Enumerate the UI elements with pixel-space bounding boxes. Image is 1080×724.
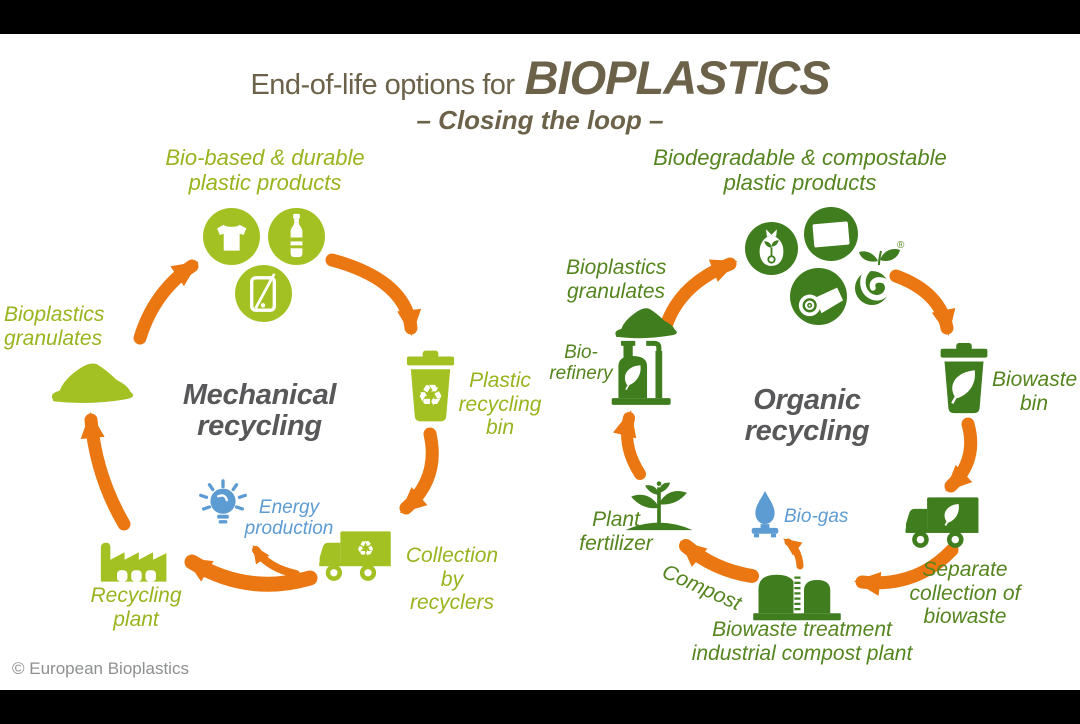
biogas-flame-icon	[751, 490, 779, 538]
seedling-icon	[625, 481, 693, 531]
compostable-bag-icon	[745, 222, 798, 275]
arrow-plant-to-granulates	[80, 412, 131, 531]
heading-organic-recycling: Organic recycling	[744, 384, 870, 447]
arrow-compost-to-fertilizer	[679, 539, 759, 583]
arrow-bin-to-truck	[399, 427, 439, 515]
recycle-symbol-icon: ♻	[356, 537, 374, 561]
label-plant-fertilizer: Plant fertilizer	[579, 508, 653, 555]
granulates-pile-icon	[51, 363, 134, 404]
biorefinery-icon	[611, 340, 671, 405]
arrow-granulates-to-products	[133, 259, 199, 345]
label-plastic-recycling-bin: Plastic recycling bin	[458, 369, 542, 440]
label-separate-collection: Separate collection of biowaste	[909, 558, 1021, 629]
biowaste-bin-icon	[940, 342, 988, 414]
arrow-plant-to-biogas	[783, 538, 804, 570]
arrow-granulates-to-products-organic	[659, 257, 738, 333]
label-energy-production: Energy production	[244, 497, 334, 540]
title-prefix: End-of-life options for	[250, 69, 515, 101]
bottle-icon	[268, 208, 325, 265]
recycler-truck-icon: ♻	[319, 531, 391, 581]
title-main: BIOPLASTICS	[524, 51, 831, 104]
label-bio-refinery: Bio-refinery	[549, 342, 613, 385]
arrow-products-to-bin	[325, 253, 422, 336]
copyright-notice: © European Bioplastics	[12, 659, 189, 678]
tshirt-icon	[203, 208, 260, 265]
letterbox-top	[0, 0, 1080, 34]
label-recycling-plant: Recycling plant	[90, 584, 182, 631]
label-biobased-products: Bio-based & durable plastic products	[165, 145, 365, 195]
label-collection-by-recyclers: Collection by recyclers	[405, 544, 499, 615]
arrow-truck-to-plant	[184, 554, 318, 592]
label-biowaste-bin: Biowaste bin	[992, 368, 1078, 415]
letterbox-bottom	[0, 690, 1080, 724]
bag-roll-icon	[790, 268, 847, 325]
arrow-fertilizer-to-refinery	[612, 410, 646, 480]
label-biowaste-treatment: Biowaste treatment industrial compost pl…	[691, 618, 913, 665]
lightbulb-icon	[199, 479, 247, 524]
recycle-symbol-icon: ♻	[417, 379, 443, 413]
heading-mechanical-recycling: Mechanical recycling	[182, 379, 337, 442]
page-subtitle: – Closing the loop –	[416, 105, 664, 135]
page-title: End-of-life options for BIOPLASTICS	[0, 50, 1080, 105]
arrow-truck-to-compost-plant	[854, 543, 959, 596]
label-biodegradable-products: Biodegradable & compostable plastic prod…	[653, 145, 947, 195]
factory-icon	[100, 542, 167, 582]
label-granulates-mechanical: Bioplastics granulates	[4, 303, 105, 350]
label-granulates-organic: Bioplastics granulates	[566, 256, 667, 303]
smartphone-icon	[235, 265, 292, 322]
recycling-bin-icon: ♻	[406, 350, 455, 422]
arrow-biowaste-bin-to-truck	[944, 417, 978, 493]
packaging-icon	[804, 207, 858, 261]
arrow-truck-to-energy	[252, 545, 300, 578]
biowaste-truck-icon	[905, 497, 979, 548]
granulates-pile-icon	[615, 308, 677, 339]
arrow-products-to-biowaste-bin	[889, 269, 956, 336]
label-bio-gas: Bio-gas	[784, 506, 849, 527]
seedling-logo-icon	[855, 249, 900, 305]
compost-plant-icon	[753, 574, 841, 621]
registered-trademark: ®	[897, 240, 905, 251]
